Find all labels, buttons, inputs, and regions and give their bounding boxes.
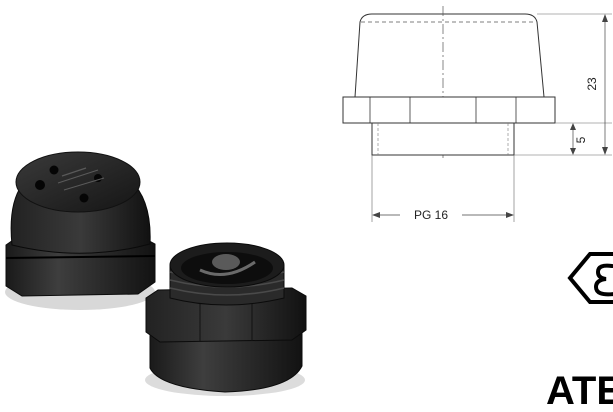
product-photo — [5, 151, 307, 396]
ex-hexagon-icon — [567, 252, 613, 304]
embossed-marking — [61, 167, 87, 177]
hex-flange — [342, 96, 556, 124]
embossed-marking — [63, 177, 105, 191]
technical-drawing: 23 5 PG 16 — [342, 6, 612, 222]
membrane-wing — [199, 260, 256, 276]
cap-outline — [354, 13, 545, 98]
ex-epsilon-icon — [593, 263, 613, 297]
closed-breather-cap — [5, 151, 156, 310]
atex-logo: ATE — [546, 252, 613, 412]
vent-hole-icon — [49, 165, 59, 175]
cap-flange-groove — [5, 255, 156, 259]
thread-length-label: 5 — [574, 136, 588, 143]
vent-hole-icon — [35, 180, 45, 190]
thread-length-arrows — [570, 123, 576, 155]
cap-top-face — [15, 151, 141, 213]
thread-size-label: PG 16 — [414, 208, 448, 222]
atex-wordmark: ATE — [546, 369, 613, 412]
membrane-disc — [212, 254, 240, 270]
vent-hole-icon — [79, 193, 89, 203]
thread-ridge — [169, 287, 285, 296]
height-dimension-label: 23 — [585, 77, 599, 91]
embossed-marking — [57, 169, 99, 184]
open-breather-plug — [145, 242, 307, 396]
thread-section — [371, 122, 515, 156]
